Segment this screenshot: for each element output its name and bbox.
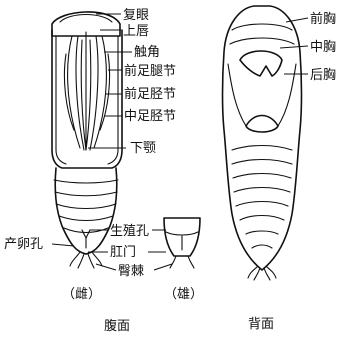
dorsal-body-outline — [223, 6, 302, 270]
label-fore-tibia: 前足胫节 — [124, 86, 176, 102]
label-oviporus: 产卵孔 — [4, 237, 43, 252]
label-antenna: 触角 — [134, 45, 160, 60]
ventral-wing-case — [52, 30, 122, 168]
caption-dorsal: 背面 — [248, 317, 274, 332]
label-mandible: 下颚 — [130, 141, 156, 156]
label-anal-gland: 臀棘 — [118, 264, 144, 279]
label-mid-tibia: 中足胫节 — [124, 109, 176, 124]
label-prothorax: 前胸 — [310, 11, 336, 27]
label-genital-pore: 生殖孔 — [110, 223, 149, 239]
caption-male: （雄） — [164, 287, 203, 302]
label-anus: 肛门 — [110, 245, 136, 260]
label-mesothorax: 中胸 — [310, 40, 336, 55]
caption-ventral: 腹面 — [104, 318, 130, 334]
male-tail — [164, 218, 200, 268]
label-metathorax: 后胸 — [310, 68, 336, 83]
caption-female: （雌） — [62, 286, 101, 302]
label-compound-eye: 复眼 — [123, 8, 149, 23]
label-upper-lip: 上唇 — [123, 24, 149, 39]
label-fore-femur: 前足腿节 — [124, 63, 176, 79]
